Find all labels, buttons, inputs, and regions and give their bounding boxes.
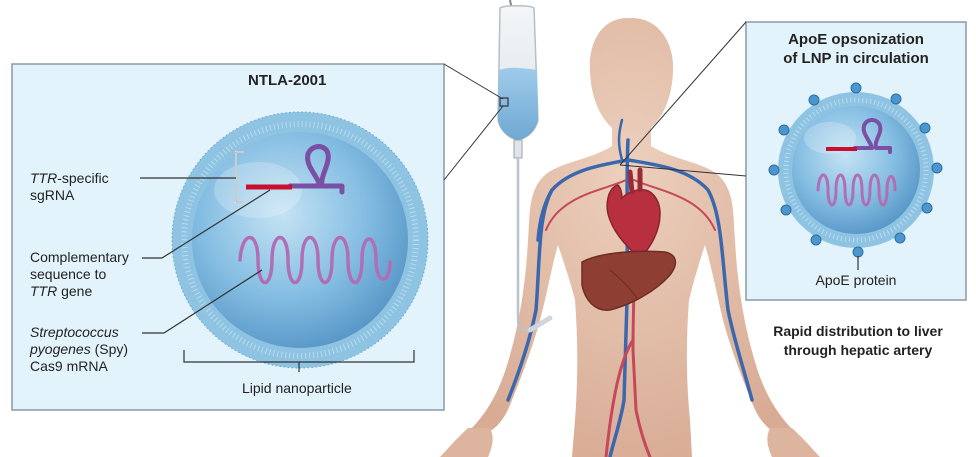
lipid-nanoparticle-label: Lipid nanoparticle	[242, 380, 352, 396]
complementary-rest: gene	[57, 283, 93, 299]
complementary-line2: sequence to	[30, 266, 107, 282]
distribution-note: Rapid distribution to liver through hepa…	[748, 322, 968, 360]
lnp-particle	[171, 111, 429, 369]
opsonized-lnp	[778, 92, 934, 248]
spy-line3: Cas9 mRNA	[30, 358, 108, 374]
heart	[606, 184, 661, 260]
distribution-line2: through hepatic artery	[783, 342, 933, 358]
complementary-line1: Complementary	[30, 249, 129, 265]
iv-setup	[497, 0, 553, 333]
sgrna-label: TTR-specific sgRNA	[30, 170, 109, 204]
left-panel	[11, 63, 504, 411]
right-panel	[619, 21, 967, 301]
sgrna	[246, 144, 345, 195]
sgrna-label-rest: -specific	[57, 170, 109, 186]
spy-line1: Streptococcus	[30, 324, 119, 340]
spy-cas9-label: Streptococcus pyogenes (Spy) Cas9 mRNA	[30, 324, 128, 375]
right-hand	[767, 428, 820, 457]
cas9-mrna	[238, 236, 392, 284]
liver	[581, 250, 677, 311]
human-body	[440, 18, 820, 457]
complementary-label: Complementary sequence to TTR gene	[30, 249, 129, 300]
apoe-protein-label: ApoE protein	[815, 272, 897, 288]
right-panel-title: ApoE opsonization of LNP in circulation	[750, 30, 962, 68]
apoe-proteins	[768, 82, 943, 258]
distribution-line1: Rapid distribution to liver	[773, 323, 943, 339]
sgrna-label-italic: TTR	[30, 170, 58, 186]
right-panel-title-line2: of LNP in circulation	[783, 50, 929, 67]
spy-line2-rest: (Spy)	[90, 341, 129, 357]
left-hand	[440, 428, 493, 457]
complementary-italic: TTR	[30, 283, 58, 299]
sgrna-label-line2: sgRNA	[30, 187, 75, 203]
right-panel-title-line1: ApoE opsonization	[788, 31, 924, 48]
spy-line2-italic: pyogenes	[30, 341, 91, 357]
iv-fluid	[498, 67, 538, 140]
left-panel-title: NTLA-2001	[248, 72, 327, 89]
